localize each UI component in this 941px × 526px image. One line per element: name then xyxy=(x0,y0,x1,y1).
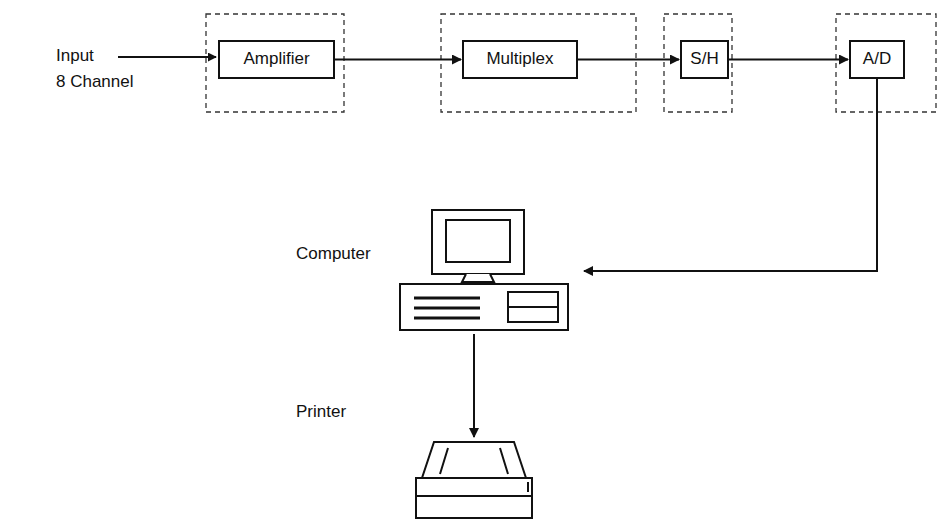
signal-arrow xyxy=(578,59,679,61)
dashed-frame xyxy=(664,14,732,112)
device-label: Printer xyxy=(296,402,346,422)
process-box: Multiplex xyxy=(462,40,578,79)
computer-icon: Computer xyxy=(396,208,572,334)
dashed-frame xyxy=(836,14,936,112)
printer-drawing xyxy=(412,438,536,522)
dashed-frame xyxy=(206,14,344,112)
box-label: S/H xyxy=(690,49,718,69)
box-label: Multiplex xyxy=(486,49,553,69)
box-label: A/D xyxy=(863,49,891,69)
input-arrow xyxy=(118,56,216,58)
dashed-frame xyxy=(441,14,636,112)
box-label: Amplifier xyxy=(243,49,309,69)
process-box: A/D xyxy=(849,40,905,79)
process-box: S/H xyxy=(680,40,729,79)
signal-arrow xyxy=(729,59,848,61)
signal-arrow xyxy=(335,59,461,61)
printer-icon: Printer xyxy=(412,438,536,522)
input-label: 8 Channel xyxy=(56,72,134,92)
input-label: Input xyxy=(56,46,94,66)
computer-drawing xyxy=(396,208,572,334)
process-box: Amplifier xyxy=(218,40,335,79)
signal-arrow xyxy=(584,79,877,271)
signal-arrow xyxy=(473,334,475,437)
device-label: Computer xyxy=(296,244,371,264)
